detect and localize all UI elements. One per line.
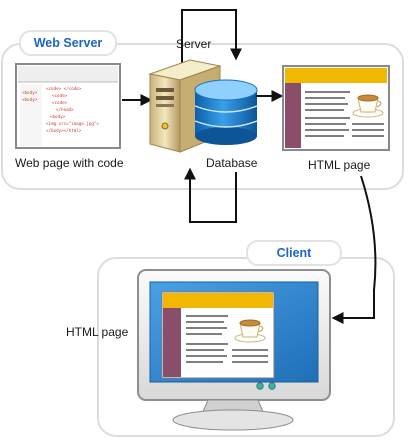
server-loop-arrow — [181, 9, 242, 72]
html-page-client-label: HTML page — [66, 325, 129, 339]
html-page-client-icon — [161, 291, 275, 379]
html-page-server-icon — [282, 65, 390, 151]
database-icon — [194, 79, 258, 145]
coffee-cup-icon — [352, 94, 384, 118]
code-line-4: </head> — [56, 107, 74, 112]
code-line-6: <img src="image.jpg"> — [46, 121, 99, 126]
code-line-7: </body></html> — [46, 128, 82, 133]
coffee-cup-icon — [234, 319, 266, 343]
client-title: Client — [246, 240, 342, 266]
code-tag-left-1: <body> — [22, 90, 38, 95]
code-line-1: <code> </code> — [46, 86, 82, 91]
server-label: Server — [176, 37, 212, 51]
web-page-with-code-label: Web page with code — [15, 156, 124, 170]
web-server-title: Web Server — [19, 30, 117, 56]
code-page-icon — [15, 63, 121, 149]
database-label: Database — [206, 156, 258, 170]
html-page-server-label: HTML page — [308, 158, 371, 172]
arrow-server-to-client — [331, 175, 377, 324]
database-loop-arrow — [184, 167, 237, 223]
code-line-3: <code> — [52, 100, 68, 105]
code-tag-left-2: <body> — [22, 97, 38, 102]
code-line-2: <code> — [52, 93, 68, 98]
code-line-5: <body> — [50, 114, 66, 119]
